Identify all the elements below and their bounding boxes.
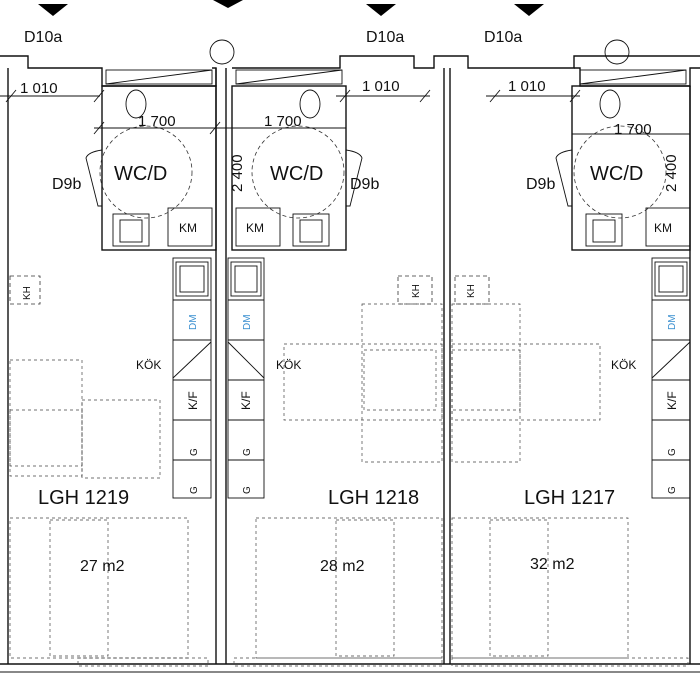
hood-label-1217: KH — [466, 284, 477, 298]
bath-label-1219: WC/D — [114, 163, 167, 185]
bathroom-1219 — [85, 69, 217, 251]
dishwasher-label-1219: DM — [188, 314, 199, 330]
door-marker-1218 — [213, 0, 243, 8]
apartment-name-1217: LGH 1217 — [524, 487, 615, 509]
apartment-name-1218: LGH 1218 — [328, 487, 419, 509]
apartment-area-1217: 32 m2 — [530, 556, 575, 573]
fridge-label-1219: K/F — [186, 391, 200, 410]
door-label-1219: D10a — [24, 29, 62, 46]
dim-bath-width-1218: 1 700 — [264, 113, 302, 130]
furniture-1218 — [233, 303, 443, 667]
fridge-label-1218: K/F — [239, 391, 253, 410]
dim-bath-width-1219: 1 700 — [138, 113, 176, 130]
door-marker-1219 — [38, 4, 68, 16]
bath-label-1217: WC/D — [590, 163, 643, 185]
cabinet-label-1218-a: G — [242, 448, 253, 456]
furniture-1217 — [451, 303, 689, 667]
cabinet-label-1219-a: G — [189, 448, 200, 456]
kitchen-label-1219: KÖK — [136, 358, 161, 372]
hood-label-1218: KH — [411, 284, 422, 298]
apartment-area-1219: 27 m2 — [80, 558, 125, 575]
apartment-area-1218: 28 m2 — [320, 558, 365, 575]
dim-bath-depth-1218: 2 400 — [229, 154, 246, 192]
kitchen-label-1218: KÖK — [276, 358, 301, 372]
hood-1218 — [397, 275, 433, 305]
dishwasher-label-1217: DM — [667, 314, 678, 330]
cabinet-label-1218-b: G — [242, 486, 253, 494]
kitchen-1219 — [172, 257, 212, 499]
laundry-label-1219: KM — [179, 221, 197, 235]
dim-bath-depth-1217: 2 400 — [663, 154, 680, 192]
bath-door-label-1218: D9b — [350, 176, 379, 193]
dimension-lines — [0, 86, 691, 250]
door-marker-1218b — [366, 4, 396, 16]
laundry-label-1218: KM — [246, 221, 264, 235]
apartment-name-1219: LGH 1219 — [38, 487, 129, 509]
dishwasher-label-1218: DM — [242, 314, 253, 330]
bath-door-label-1219: D9b — [52, 176, 81, 193]
kitchen-label-1217: KÖK — [611, 358, 636, 372]
shaft-circle — [209, 39, 235, 65]
laundry-label-1217: KM — [654, 221, 672, 235]
outer-walls — [0, 55, 700, 673]
dim-corridor-1218: 1 010 — [362, 78, 400, 95]
hood-1219 — [9, 275, 41, 305]
dim-corridor-1219: 1 010 — [20, 80, 58, 97]
door-label-1217: D10a — [484, 29, 522, 46]
furniture-1219 — [9, 359, 209, 667]
bath-label-1218: WC/D — [270, 163, 323, 185]
shaft-circle-2 — [604, 39, 630, 65]
hood-label-1219: KH — [22, 286, 33, 300]
cabinet-label-1217-b: G — [667, 486, 678, 494]
fridge-label-1217: K/F — [665, 391, 679, 410]
kitchen-1218 — [227, 257, 265, 499]
cabinet-label-1217-a: G — [667, 448, 678, 456]
bath-door-label-1217: D9b — [526, 176, 555, 193]
door-marker-1217 — [514, 4, 544, 16]
kitchen-1217 — [651, 257, 691, 499]
dim-corridor-1217: 1 010 — [508, 78, 546, 95]
door-label-1218: D10a — [366, 29, 404, 46]
cabinet-label-1219-b: G — [189, 486, 200, 494]
dim-bath-width-1217: 1 700 — [614, 121, 652, 138]
